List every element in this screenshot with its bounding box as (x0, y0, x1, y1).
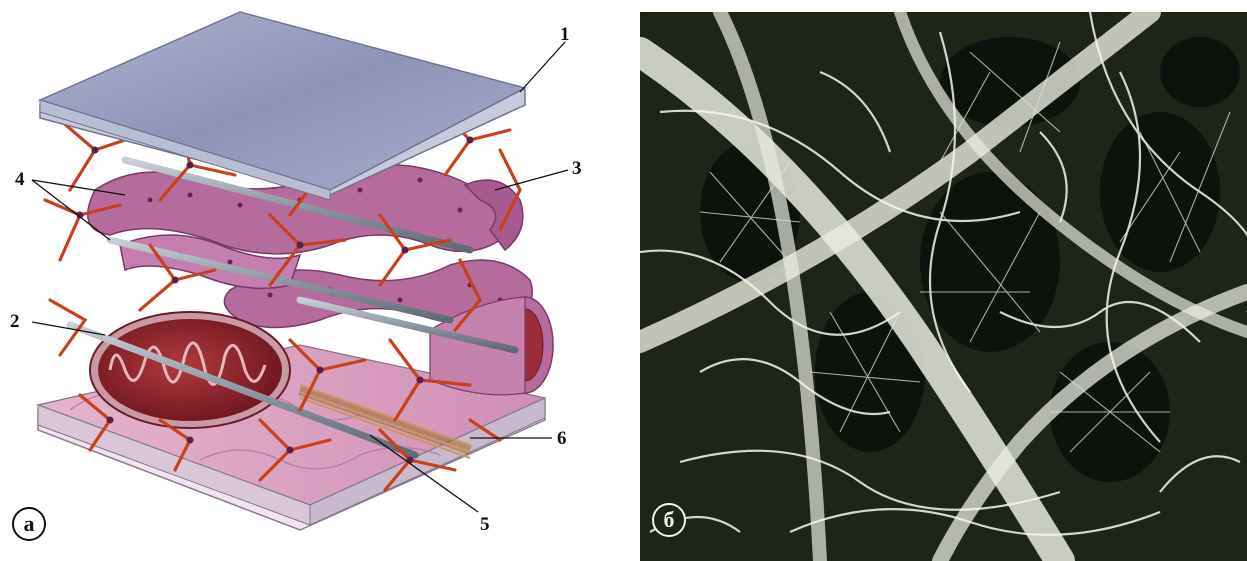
panel-b-badge-text: б (664, 507, 675, 532)
label-1: 1 (560, 24, 570, 45)
label-5: 5 (480, 514, 490, 535)
panel-a-badge: а (13, 508, 45, 540)
panel-a-schematic: 1 2 3 4 5 6 а (0, 0, 628, 561)
panel-a-badge-text: а (24, 511, 35, 536)
label-4: 4 (15, 169, 25, 190)
top-membrane (40, 12, 525, 200)
micrograph-image: б (640, 12, 1247, 561)
label-2: 2 (10, 311, 20, 332)
panel-b-badge: б (653, 504, 685, 536)
label-3: 3 (572, 158, 582, 179)
panel-b-micrograph: б (640, 12, 1247, 561)
label-6: 6 (557, 428, 567, 449)
cytoskeleton-schematic: 1 2 3 4 5 6 а (0, 0, 628, 561)
